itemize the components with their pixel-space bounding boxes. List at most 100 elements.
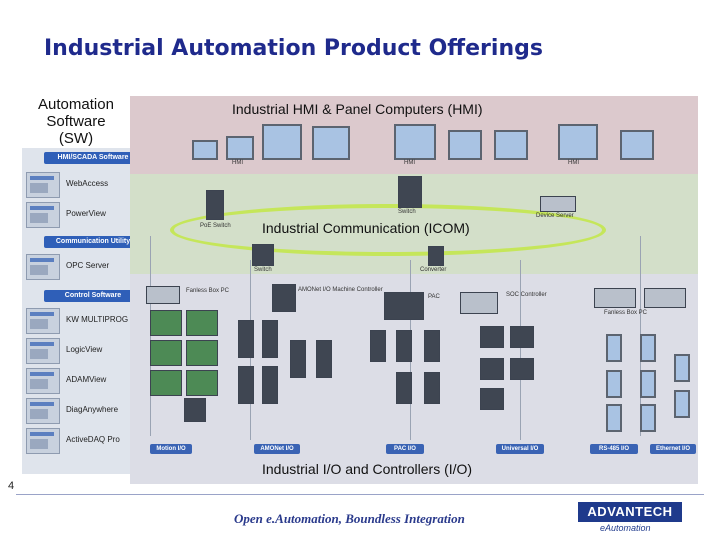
software-item-kw-multiprog: KW MULTIPROG [26, 308, 128, 334]
switch-image [252, 244, 274, 266]
io-card-image [186, 310, 218, 336]
io-module-image [674, 390, 690, 418]
converter-image [428, 246, 444, 266]
io-caption: AMONet I/O Machine Controller [298, 287, 383, 293]
io-module-image [674, 354, 690, 382]
io-module-image [480, 326, 504, 348]
fanless-box-pc-image [594, 288, 636, 308]
io-caption: PAC [428, 294, 440, 300]
fanless-box-pc-image [644, 288, 686, 308]
tag-ethernet-io: Ethernet I/O [650, 444, 696, 454]
panel-computer-image [620, 130, 654, 160]
software-item-adamview: ADAMView [26, 368, 126, 394]
soc-controller-image [460, 292, 498, 314]
band-communication-utility: Communication Utility [44, 236, 142, 248]
icom-label: Industrial Communication (ICOM) [262, 220, 470, 236]
panel-computer-image [192, 140, 218, 160]
page-title: Industrial Automation Product Offerings [44, 36, 543, 61]
software-thumbnail-icon [26, 368, 60, 394]
machine-controller-image [272, 284, 296, 312]
tag-amonet-io: AMONet I/O [254, 444, 300, 454]
software-thumbnail-icon [26, 202, 60, 228]
io-module-image [640, 334, 656, 362]
io-module-image [510, 358, 534, 380]
io-caption: Fanless Box PC [186, 288, 230, 294]
band-control-software: Control Software [44, 290, 142, 302]
io-module-image [510, 326, 534, 348]
icom-caption: Converter [420, 267, 447, 273]
motor-image [184, 398, 206, 422]
io-module-image [238, 320, 254, 358]
io-module-image [606, 334, 622, 362]
icom-caption: Device Server [536, 213, 574, 219]
tag-pac-io: PAC I/O [386, 444, 424, 454]
io-module-image [424, 330, 440, 362]
hmi-caption: HMI [232, 160, 243, 166]
io-module-image [238, 366, 254, 404]
io-card-image [186, 340, 218, 366]
io-card-image [186, 370, 218, 396]
io-card-image [150, 340, 182, 366]
software-sidebar: HMI/SCADA Software WebAccess PowerView C… [22, 148, 142, 474]
footer-divider [16, 494, 704, 495]
io-label: Industrial I/O and Controllers (I/O) [262, 461, 473, 477]
io-module-image [316, 340, 332, 378]
software-thumbnail-icon [26, 428, 60, 454]
software-item-opc-server: OPC Server [26, 254, 126, 280]
io-caption: Fanless Box PC [604, 310, 648, 316]
panel-computer-image [312, 126, 350, 160]
page-number: 4 [8, 480, 15, 492]
io-card-image [150, 310, 182, 336]
pac-image [384, 292, 424, 320]
software-item-diaganywhere: DiagAnywhere [26, 398, 126, 424]
connector-line [150, 236, 151, 436]
panel-computer-image [558, 124, 598, 160]
io-caption: SOC Controller [506, 292, 547, 298]
device-server-image [540, 196, 576, 212]
icom-ellipse [170, 204, 606, 256]
tag-universal-io: Universal I/O [496, 444, 544, 454]
advantech-logo: ADVANTECH [578, 502, 682, 522]
io-card-image [150, 370, 182, 396]
io-module-image [290, 340, 306, 378]
panel-computer-image [448, 130, 482, 160]
connector-line [520, 260, 521, 440]
icom-caption: PoE Switch [200, 223, 231, 229]
io-module-image [396, 330, 412, 362]
software-label: Automation Software (SW) [22, 96, 130, 147]
software-thumbnail-icon [26, 254, 60, 280]
software-thumbnail-icon [26, 172, 60, 198]
software-label-line2: Software [46, 113, 106, 130]
io-module-image [396, 372, 412, 404]
io-module-image [262, 320, 278, 358]
software-item-powerview: PowerView [26, 202, 126, 228]
software-thumbnail-icon [26, 308, 60, 334]
io-module-image [480, 358, 504, 380]
software-item-logicview: LogicView [26, 338, 126, 364]
hmi-label: Industrial HMI & Panel Computers (HMI) [232, 101, 483, 117]
io-module-image [262, 366, 278, 404]
tag-rs485-io: RS-485 I/O [590, 444, 638, 454]
io-module-image [424, 372, 440, 404]
footer-tagline: Open e.Automation, Boundless Integration [234, 511, 465, 526]
hmi-caption: HMI [404, 160, 415, 166]
switch-image [398, 176, 422, 208]
panel-computer-image [262, 124, 302, 160]
io-module-image [606, 370, 622, 398]
panel-computer-image [494, 130, 528, 160]
io-module-image [370, 330, 386, 362]
hmi-caption: HMI [568, 160, 579, 166]
io-module-image [640, 404, 656, 432]
panel-computer-image [394, 124, 436, 160]
eautomation-logo-text: eAutomation [600, 523, 651, 533]
fanless-box-pc-image [146, 286, 180, 304]
software-label-line1: Automation [38, 96, 114, 113]
io-module-image [640, 370, 656, 398]
io-module-image [480, 388, 504, 410]
software-thumbnail-icon [26, 398, 60, 424]
band-hmi-scada-software: HMI/SCADA Software [44, 152, 142, 164]
software-item-activedaq-pro: ActiveDAQ Pro [26, 428, 126, 454]
software-item-webaccess: WebAccess [26, 172, 126, 198]
io-module-image [606, 404, 622, 432]
poe-switch-image [206, 190, 224, 220]
